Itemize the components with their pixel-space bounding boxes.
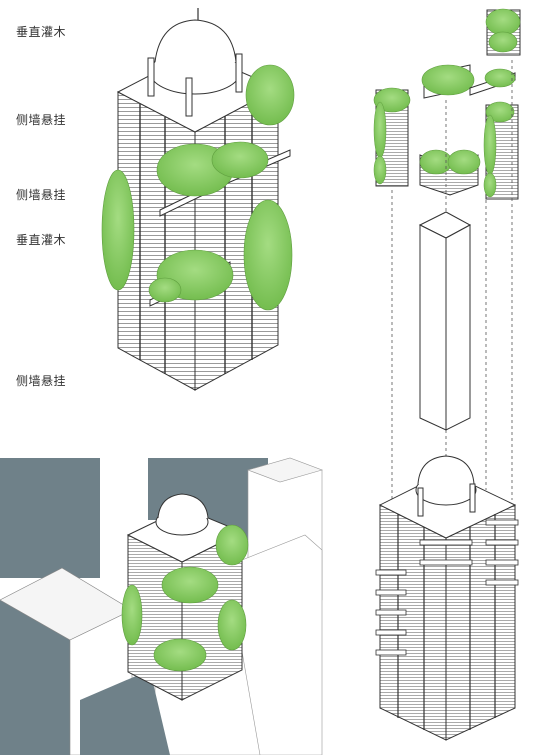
core-prism <box>418 211 472 431</box>
label-side-wall-1: 侧墙悬挂 <box>16 113 67 127</box>
context-scene <box>0 457 323 755</box>
label-side-wall-3: 侧墙悬挂 <box>16 374 67 388</box>
tower-skeleton <box>375 455 519 741</box>
label-vertical-shrub-1: 垂直灌木 <box>16 25 67 39</box>
tower-main-illustration <box>101 8 295 391</box>
exploded-module-top <box>373 8 521 200</box>
label-vertical-shrub-2: 垂直灌木 <box>16 233 67 247</box>
label-side-wall-2: 侧墙悬挂 <box>16 188 67 202</box>
